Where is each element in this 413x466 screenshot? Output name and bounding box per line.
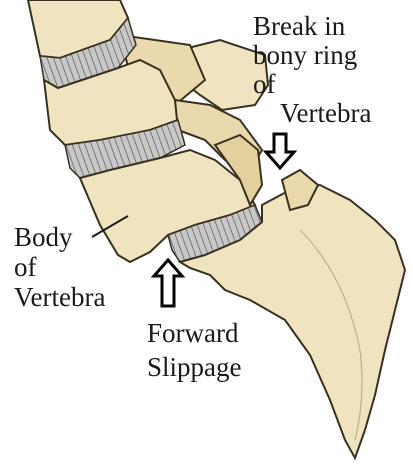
body-label-line-2: of xyxy=(14,252,105,282)
break-arrow-icon xyxy=(266,134,294,168)
body-of-vertebra-label: Body of Vertebra xyxy=(14,222,105,312)
break-label-line-2: bony ring xyxy=(253,41,371,70)
body-label-line-1: Body xyxy=(14,222,105,252)
forward-label-line-2: Slippage xyxy=(147,350,242,384)
break-label-line-4: Vertebra xyxy=(280,99,371,128)
break-in-bony-ring-label: Break in bony ring of Vertebra xyxy=(253,12,371,128)
forward-label-line-1: Forward xyxy=(147,316,242,350)
body-label-line-3: Vertebra xyxy=(14,282,105,312)
forward-slippage-label: Forward Slippage xyxy=(147,316,242,384)
break-label-line-3: of xyxy=(253,70,371,99)
break-label-line-1: Break in xyxy=(253,12,371,41)
slippage-arrow-icon xyxy=(154,260,182,306)
